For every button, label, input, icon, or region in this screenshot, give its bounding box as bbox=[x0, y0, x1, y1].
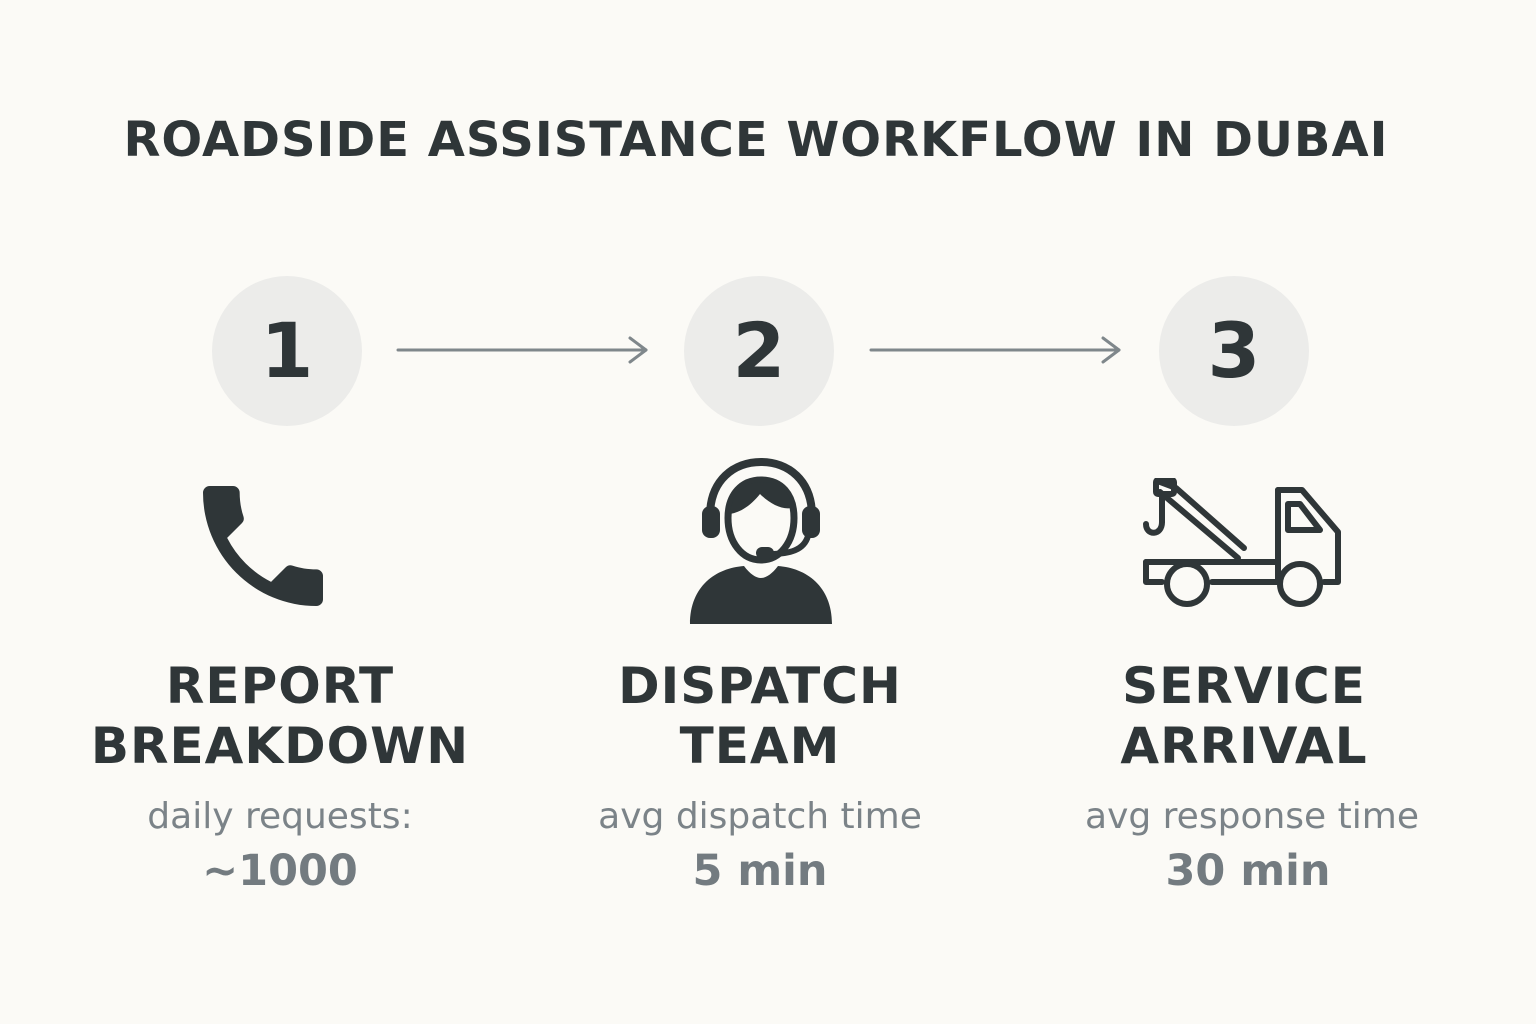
step-3-label: SERVICE ARRIVAL bbox=[1034, 656, 1454, 776]
step-1-metric-label: daily requests: bbox=[147, 796, 413, 837]
step-1-label-line1: REPORT bbox=[165, 657, 395, 715]
step-3-label-line2: ARRIVAL bbox=[1120, 717, 1368, 775]
step-2-label-line2: TEAM bbox=[679, 717, 841, 775]
step-3-label-line1: SERVICE bbox=[1122, 657, 1366, 715]
step-2-label-line1: DISPATCH bbox=[618, 657, 902, 715]
step-2-metric-label: avg dispatch time bbox=[598, 796, 922, 837]
step-2-label: DISPATCH TEAM bbox=[550, 656, 970, 776]
phone-icon bbox=[203, 486, 323, 606]
page-title: ROADSIDE ASSISTANCE WORKFLOW IN DUBAI bbox=[123, 112, 1389, 168]
step-1-number-circle: 1 bbox=[212, 276, 362, 426]
step-1-label: REPORT BREAKDOWN bbox=[70, 656, 490, 776]
tow-truck-icon bbox=[1143, 478, 1341, 607]
step-2-number-circle: 2 bbox=[684, 276, 834, 426]
step-1-label-line2: BREAKDOWN bbox=[90, 717, 470, 775]
step-3-metric-value: 30 min bbox=[1165, 846, 1331, 896]
step-1-metric-value: ~1000 bbox=[202, 846, 358, 896]
step-2-metric-value: 5 min bbox=[692, 846, 828, 896]
arrow-1-to-2 bbox=[396, 336, 648, 364]
step-3-number-circle: 3 bbox=[1159, 276, 1309, 426]
arrow-2-to-3 bbox=[869, 336, 1121, 364]
step-3-metric-label: avg response time bbox=[1085, 796, 1419, 837]
headset-operator-icon bbox=[690, 457, 832, 624]
